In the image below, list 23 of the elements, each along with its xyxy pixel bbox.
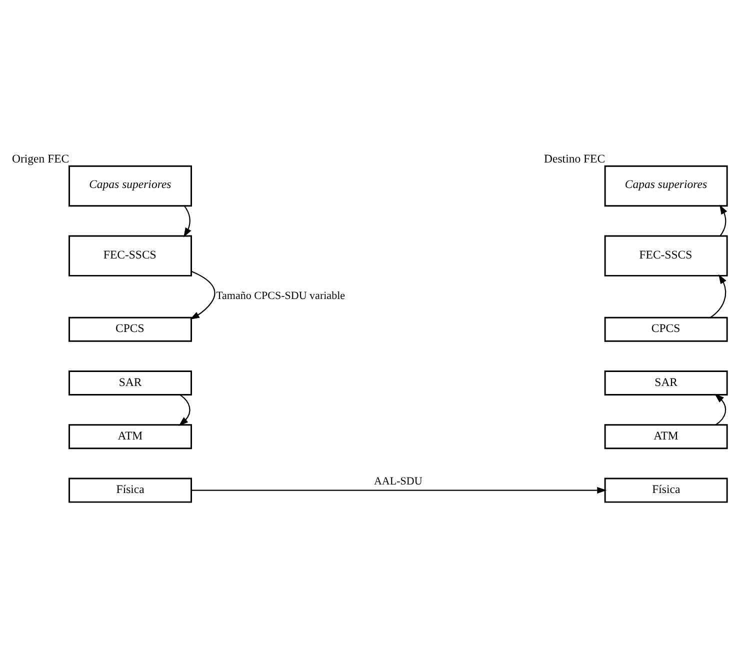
node-box: FEC-SSCS [604, 235, 728, 276]
arrow [191, 486, 607, 494]
edge-label: Tamaño CPCS-SDU variable [216, 290, 346, 302]
node-label: Origen FEC [12, 152, 70, 166]
arrow [720, 204, 728, 236]
node-box: Capas superiores [68, 165, 192, 207]
node-box: Capas superiores [604, 165, 728, 207]
node-box: SAR [68, 370, 192, 396]
arrow [190, 270, 216, 320]
node-box: Física [68, 478, 192, 503]
node-label: Destino FEC [544, 152, 606, 166]
arrow [178, 394, 190, 426]
arrow [710, 274, 726, 318]
arrow [184, 206, 192, 238]
node-box: Física [604, 478, 728, 503]
arrow [714, 394, 726, 426]
node-box: ATM [604, 424, 728, 450]
node-box: ATM [68, 424, 192, 450]
edge-label: AAL-SDU [374, 475, 422, 488]
node-box: CPCS [68, 316, 192, 342]
node-box: CPCS [604, 316, 728, 342]
node-box: SAR [604, 370, 728, 396]
node-box: FEC-SSCS [68, 235, 192, 276]
